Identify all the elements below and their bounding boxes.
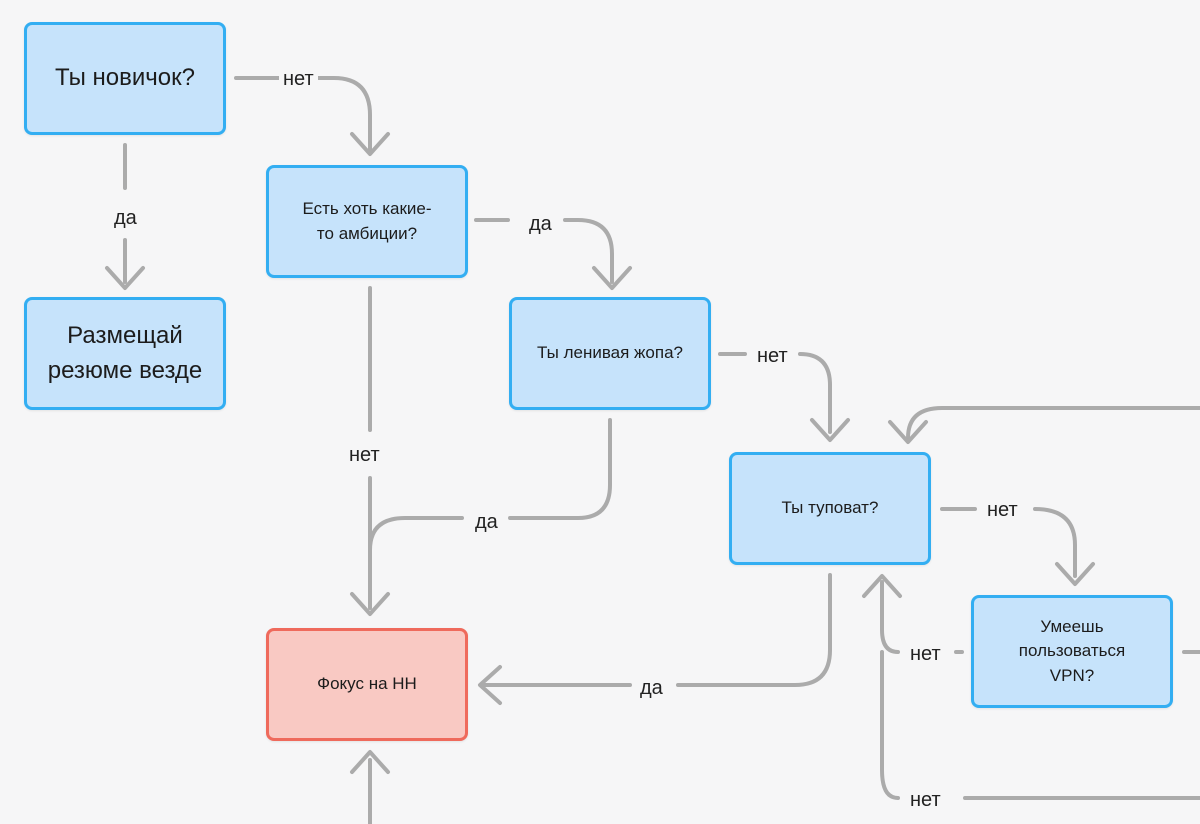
- node-newbie[interactable]: Ты новичок?: [24, 22, 226, 135]
- node-post-everywhere[interactable]: Размещай резюме везде: [24, 297, 226, 410]
- edge-label-ambitions-no: нет: [345, 443, 384, 467]
- arrowhead: [810, 418, 850, 442]
- edge-lazy-yes: [368, 418, 612, 552]
- arrowhead: [105, 266, 145, 290]
- edge-label-dumb-yes: да: [636, 676, 667, 700]
- edge-return-top: [906, 406, 1200, 440]
- node-focus-hh[interactable]: Фокус на HH: [266, 628, 468, 741]
- edge-label-newbie-yes: да: [110, 206, 141, 230]
- edge-label-ambitions-yes: да: [525, 212, 556, 236]
- edge-label-lazy-yes: да: [471, 510, 502, 534]
- edge-label-bottom-no: нет: [906, 788, 945, 812]
- arrowhead: [888, 420, 928, 444]
- node-label: Есть хоть какие- то амбиции?: [302, 198, 432, 243]
- edge-lazy-no: [718, 352, 832, 434]
- node-label: Ты туповат?: [781, 498, 879, 518]
- arrowhead: [862, 574, 902, 598]
- arrowhead: [592, 266, 632, 290]
- edge-label-lazy-no: нет: [753, 344, 792, 368]
- node-dumb[interactable]: Ты туповат?: [729, 452, 931, 565]
- edge-label-newbie-no: нет: [279, 67, 318, 91]
- arrowhead: [350, 132, 390, 156]
- arrowhead: [478, 665, 502, 705]
- edge-vpn-no: [880, 580, 964, 654]
- node-label: Ты ленивая жопа?: [536, 343, 683, 363]
- node-lazy[interactable]: Ты ленивая жопа?: [509, 297, 711, 410]
- arrowhead: [350, 592, 390, 616]
- edge-label-dumb-no: нет: [983, 498, 1022, 522]
- edge-bottom-no: [880, 650, 1200, 800]
- edge-ambitions-yes: [474, 218, 614, 284]
- node-ambitions[interactable]: Есть хоть какие- то амбиции?: [266, 165, 468, 278]
- arrowhead: [1055, 562, 1095, 586]
- arrowhead: [350, 750, 390, 774]
- node-vpn[interactable]: Умеешь пользоваться VPN?: [971, 595, 1173, 708]
- node-label: Ты новичок?: [55, 64, 195, 92]
- edge-dumb-no: [940, 507, 1077, 578]
- edge-newbie-no: [234, 76, 372, 152]
- node-label: Умеешь пользоваться VPN?: [1018, 616, 1126, 685]
- node-label: Размещай резюме везде: [47, 321, 203, 384]
- edge-label-vpn-no: нет: [906, 642, 945, 666]
- node-label: Фокус на HH: [317, 674, 417, 694]
- edge-dumb-yes: [480, 573, 832, 687]
